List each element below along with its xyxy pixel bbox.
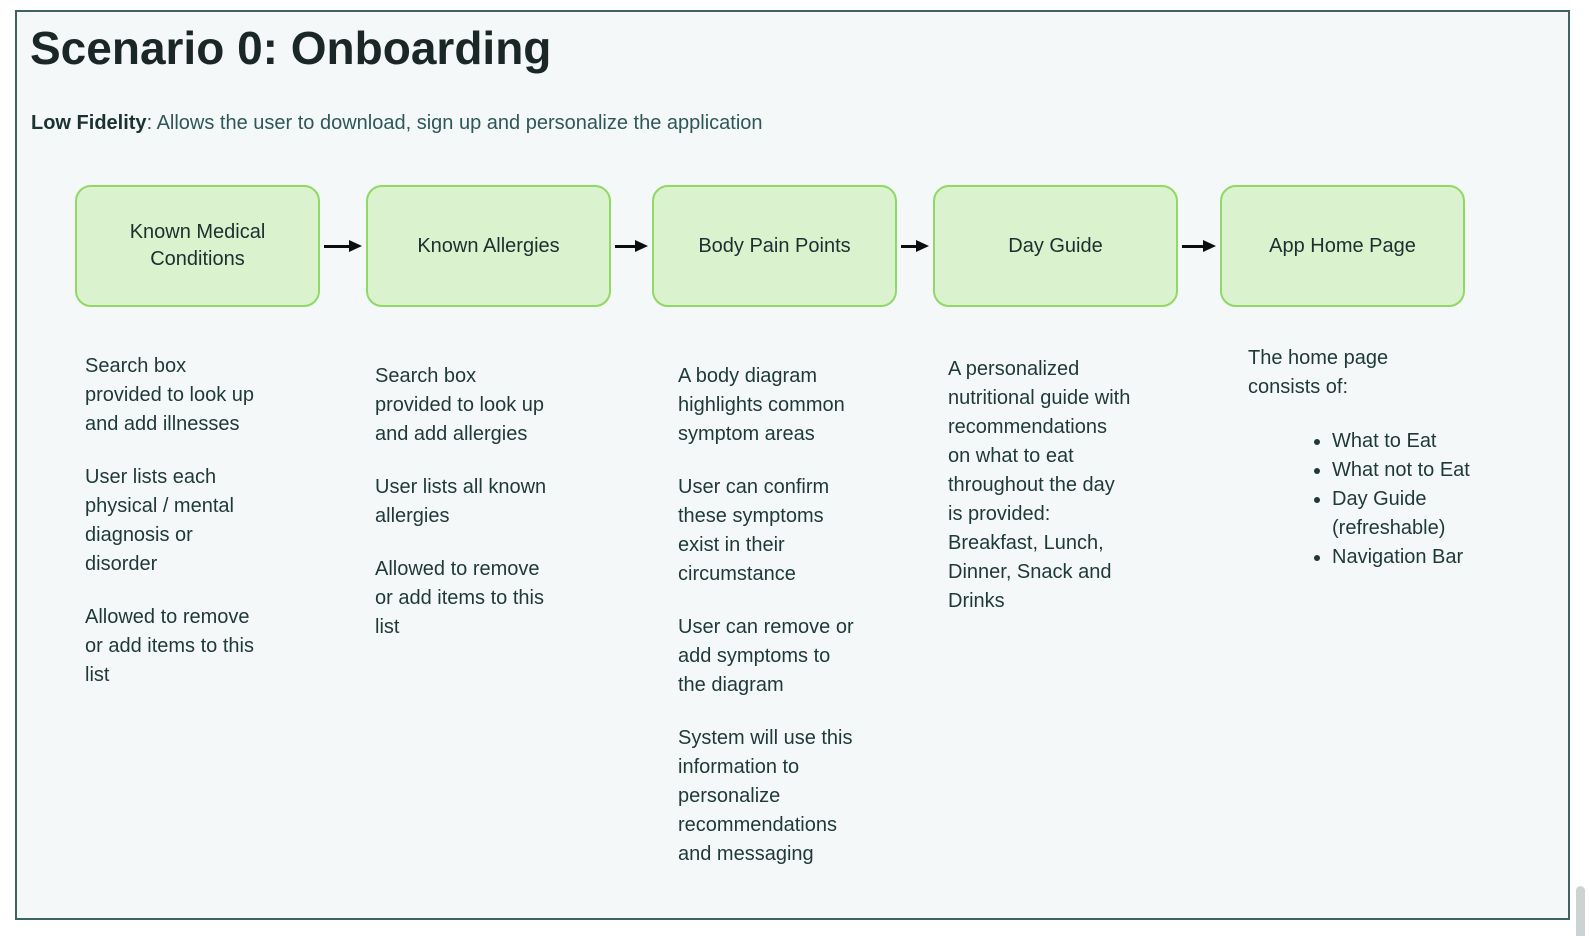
arrow-shaft	[901, 245, 919, 248]
scenario-frame	[15, 10, 1570, 920]
arrow-head	[635, 240, 648, 252]
description-paragraph: User lists all known allergies	[375, 476, 547, 527]
arrow-shaft	[324, 245, 352, 248]
node-description: Search box provided to look up and add a…	[375, 362, 603, 666]
description-paragraph: System will use this information to pers…	[678, 727, 853, 865]
description-paragraph: A body diagram highlights common symptom…	[678, 365, 845, 445]
description-paragraph: User can confirm these symptoms exist in…	[678, 476, 830, 585]
flow-node-label: Body Pain Points	[698, 234, 851, 257]
description-paragraph: User can remove or add symptoms to the d…	[678, 616, 854, 696]
bullet-item: What not to Eat	[1332, 456, 1496, 485]
flow-node-label: App Home Page	[1269, 234, 1416, 257]
description-paragraph: User lists each physical / mental diagno…	[85, 466, 234, 575]
fidelity-label: Low Fidelity	[31, 112, 147, 134]
node-description: Search box provided to look up and add i…	[85, 352, 311, 714]
arrow-head	[349, 240, 362, 252]
fidelity-text: : Allows the user to download, sign up a…	[146, 112, 763, 134]
flow-node: Known Medical Conditions	[75, 185, 320, 307]
node-description: The home page consists of: What to EatWha…	[1248, 344, 1510, 572]
arrow-right-icon	[1182, 240, 1216, 253]
description-paragraph: A personalized nutritional guide with re…	[948, 358, 1131, 612]
description-paragraph: Allowed to remove or add items to this l…	[85, 606, 254, 686]
flow-node: Body Pain Points	[652, 185, 897, 307]
flow-node-label: Known Allergies	[417, 234, 560, 257]
description-paragraph: Search box provided to look up and add i…	[85, 355, 255, 435]
scrollbar-thumb[interactable]	[1576, 886, 1585, 936]
node-description: A body diagram highlights common symptom…	[678, 362, 912, 866]
description-paragraph: The home page consists of:	[1248, 347, 1389, 398]
home-page-bullet-list: What to EatWhat not to EatDay Guide (ref…	[1248, 427, 1510, 572]
arrow-head	[916, 240, 929, 252]
bullet-item: Navigation Bar	[1332, 543, 1496, 572]
bullet-item: Day Guide (refreshable)	[1332, 485, 1496, 543]
arrow-shaft	[1182, 245, 1206, 248]
arrow-right-icon	[901, 240, 929, 253]
fidelity-note: Low Fidelity: Allows the user to downloa…	[31, 112, 763, 135]
flow-node-label: Day Guide	[1008, 234, 1103, 257]
description-paragraph: Search box provided to look up and add a…	[375, 365, 545, 445]
flow-node: App Home Page	[1220, 185, 1465, 307]
flow-node: Known Allergies	[366, 185, 611, 307]
flow-node-label: Known Medical Conditions	[129, 221, 266, 270]
arrow-shaft	[615, 245, 638, 248]
arrow-right-icon	[615, 240, 648, 253]
flow-node: Day Guide	[933, 185, 1178, 307]
arrow-head	[1203, 240, 1216, 252]
page-title: Scenario 0: Onboarding	[30, 22, 552, 74]
description-paragraph: Allowed to remove or add items to this l…	[375, 558, 544, 638]
node-description: A personalized nutritional guide with re…	[948, 355, 1196, 640]
arrow-right-icon	[324, 240, 362, 253]
bullet-item: What to Eat	[1332, 427, 1496, 456]
